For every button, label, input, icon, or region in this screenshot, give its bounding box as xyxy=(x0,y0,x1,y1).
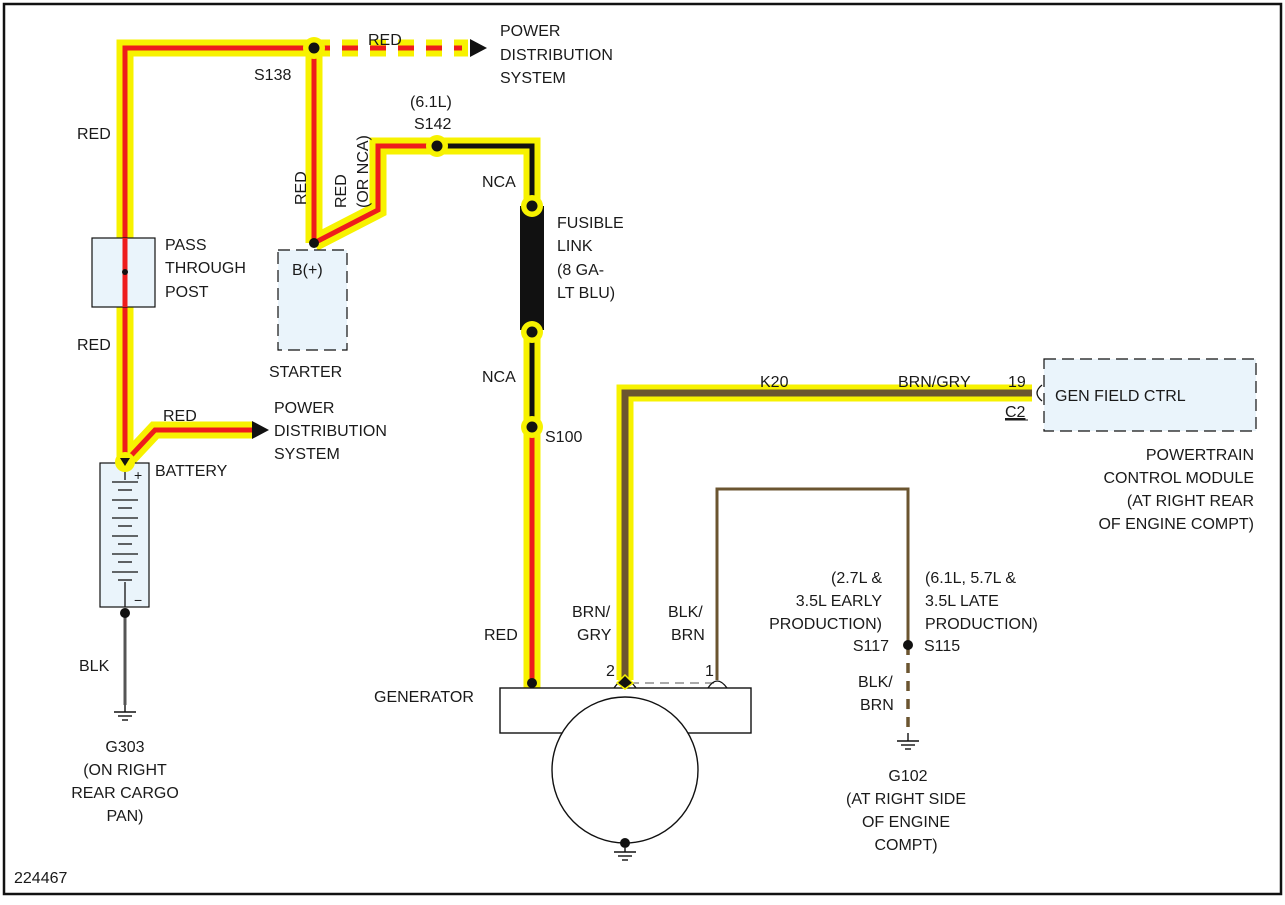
g303-line2: (ON RIGHT xyxy=(83,762,167,779)
pass-through-dot xyxy=(122,269,128,275)
splice-s100 xyxy=(521,416,543,438)
splice-label-s115: S115 xyxy=(924,638,960,655)
g303-line4: PAN) xyxy=(106,808,143,825)
wire-label-red-left-lower: RED xyxy=(77,337,111,354)
wire-label-red-nca-1: RED xyxy=(333,174,350,208)
red-wires xyxy=(122,45,535,683)
battery-cells xyxy=(112,466,138,607)
g102-line1: G102 xyxy=(888,768,927,785)
ground-symbol-g102 xyxy=(897,733,919,750)
pcm-name-line1: POWERTRAIN xyxy=(1146,447,1254,464)
brown-wires xyxy=(621,389,1032,733)
wire-label-nca-lower: NCA xyxy=(482,369,516,386)
pcm-name-line2: CONTROL MODULE xyxy=(1103,470,1254,487)
generator-body xyxy=(551,696,699,844)
wire-label-blk-brn-line2: BRN xyxy=(671,627,705,644)
g303-line1: G303 xyxy=(105,739,144,756)
wire-label-red-starter: RED xyxy=(293,171,310,205)
wire-label-brn-gry-line2: GRY xyxy=(577,627,612,644)
splice-s142 xyxy=(426,135,448,157)
pcm-connector-label: C2 xyxy=(1005,404,1026,421)
generator-pin-2-label: 2 xyxy=(606,663,615,680)
arrow-power-mid xyxy=(252,421,269,439)
fusible-link-line1: FUSIBLE xyxy=(557,215,624,232)
s115-note-line3: PRODUCTION) xyxy=(925,616,1038,633)
wire-label-red-left-upper: RED xyxy=(77,126,111,143)
wire-label-red-battery: RED xyxy=(163,408,197,425)
power-dist-mid-line1: POWER xyxy=(274,400,334,417)
diagram-id: 224467 xyxy=(14,870,67,887)
splice-s115-dot xyxy=(903,640,913,650)
pcm-box xyxy=(1043,358,1257,432)
starter-terminal-label: B(+) xyxy=(292,262,323,279)
wire-label-k20: K20 xyxy=(760,374,789,391)
splice-engine-s142: (6.1L) xyxy=(410,94,452,111)
g303-line3: REAR CARGO xyxy=(71,785,179,802)
wire-label-nca-upper: NCA xyxy=(482,174,516,191)
g102-line2: (AT RIGHT SIDE xyxy=(846,791,966,808)
pcm-pin-bracket xyxy=(1036,384,1043,402)
battery-label: BATTERY xyxy=(155,463,228,480)
power-dist-top-line2: DISTRIBUTION xyxy=(500,47,613,64)
pcm-name-line3: (AT RIGHT REAR xyxy=(1127,493,1254,510)
power-dist-top-line1: POWER xyxy=(500,23,560,40)
battery-minus-sign: − xyxy=(134,592,142,608)
wire-label-blk-brn-line1: BLK/ xyxy=(668,604,703,621)
s117-note-line3: PRODUCTION) xyxy=(769,616,882,633)
wire-label-brn-gry: BRN/GRY xyxy=(898,374,971,391)
fusible-link-line2: LINK xyxy=(557,238,593,255)
splice-label-s100: S100 xyxy=(545,429,582,446)
wire-label-brn-gry-line1: BRN/ xyxy=(572,604,611,621)
starter-box xyxy=(277,249,348,351)
starter-b-terminal-dot xyxy=(309,238,319,248)
splice-label-s138: S138 xyxy=(254,67,291,84)
splice-s138 xyxy=(303,37,325,59)
battery-plus-sign: + xyxy=(134,467,142,483)
wire-label-red-generator: RED xyxy=(484,627,518,644)
generator-b-terminal-dot xyxy=(527,678,537,688)
pass-through-line3: POST xyxy=(165,284,209,301)
splice-label-s117: S117 xyxy=(853,638,889,655)
starter-label: STARTER xyxy=(269,364,342,381)
fusible-link-top-dot xyxy=(521,195,543,217)
pcm-function-label: GEN FIELD CTRL xyxy=(1055,388,1186,405)
generator-pin-1-label: 1 xyxy=(705,663,714,680)
pcm-pin-label: 19 xyxy=(1008,374,1026,391)
fusible-link-bottom-dot xyxy=(521,321,543,343)
battery-minus-terminal-dot xyxy=(120,608,130,618)
power-dist-mid-line2: DISTRIBUTION xyxy=(274,423,387,440)
pcm-name-line4: OF ENGINE COMPT) xyxy=(1098,516,1254,533)
wire-label-blk-brn-lower-2: BRN xyxy=(860,697,894,714)
black-wires xyxy=(437,143,544,428)
pass-through-line1: PASS xyxy=(165,237,207,254)
fusible-link-line3: (8 GA- xyxy=(557,262,604,279)
wire-label-blk: BLK xyxy=(79,658,110,675)
fusible-link-line4: LT BLU) xyxy=(557,285,615,302)
ground-symbol-generator xyxy=(614,838,636,861)
power-dist-mid-line3: SYSTEM xyxy=(274,446,340,463)
ground-symbol-g303 xyxy=(114,705,136,721)
arrow-power-top xyxy=(470,39,487,57)
g102-line3: OF ENGINE xyxy=(862,814,950,831)
generator-pin-1-tab xyxy=(707,680,728,689)
s117-note-line2: 3.5L EARLY xyxy=(796,593,883,610)
wire-label-red-top: RED xyxy=(368,32,402,49)
s115-note-line1: (6.1L, 5.7L & xyxy=(925,570,1016,587)
s115-note-line2: 3.5L LATE xyxy=(925,593,999,610)
s117-note-line1: (2.7L & xyxy=(831,570,882,587)
wire-label-red-nca-2: (OR NCA) xyxy=(355,135,372,208)
g102-line4: COMPT) xyxy=(874,837,937,854)
splice-label-s142: S142 xyxy=(414,116,451,133)
generator-pin-2-terminal xyxy=(615,673,635,690)
wire-label-blk-brn-lower-1: BLK/ xyxy=(858,674,893,691)
battery-plus-terminal xyxy=(115,452,135,472)
pass-through-line2: THROUGH xyxy=(165,260,246,277)
power-dist-top-line3: SYSTEM xyxy=(500,70,566,87)
generator-label: GENERATOR xyxy=(374,689,474,706)
